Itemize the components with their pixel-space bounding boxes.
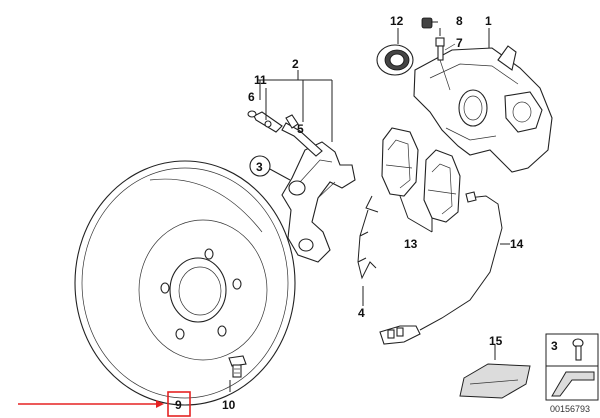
retaining-spring [357, 195, 379, 280]
callout-8: 8 [456, 14, 463, 28]
callout-5: 5 [297, 122, 304, 136]
bleeder-screw [435, 37, 445, 61]
brake-caliper [413, 45, 553, 173]
wear-sensor [379, 191, 503, 345]
dust-cap [421, 17, 433, 29]
callout-10: 10 [222, 398, 236, 412]
callout-9: 9 [175, 398, 182, 412]
callout-2: 2 [292, 57, 299, 71]
callout-12: 12 [390, 14, 404, 28]
legend-arrow-icon [551, 371, 595, 397]
brake-pad-outer [423, 149, 461, 223]
leader-lines [229, 21, 510, 392]
guide-bolt [247, 110, 323, 157]
grease-packet [459, 363, 531, 399]
callout-1: 1 [485, 14, 492, 28]
callout-14: 14 [510, 237, 524, 251]
brake-pad-inner [381, 127, 419, 197]
callout-4: 4 [358, 306, 365, 320]
highlight-box [167, 391, 191, 417]
callout-6: 6 [248, 90, 255, 104]
callout-3: 3 [256, 160, 263, 174]
highlight-arrow [18, 400, 164, 408]
callout-3-circle [249, 155, 271, 177]
callout-11: 11 [254, 73, 267, 87]
seal-ring [376, 44, 414, 76]
legend-box: 3 [545, 333, 599, 401]
doc-number: 00156793 [550, 404, 590, 414]
callout-15: 15 [489, 334, 503, 348]
callout-7: 7 [456, 36, 463, 50]
caliper-carrier [281, 141, 356, 263]
legend-callout-3: 3 [551, 339, 558, 353]
brake-disc [74, 160, 296, 406]
callout-13: 13 [404, 237, 418, 251]
disc-screw [228, 355, 247, 378]
